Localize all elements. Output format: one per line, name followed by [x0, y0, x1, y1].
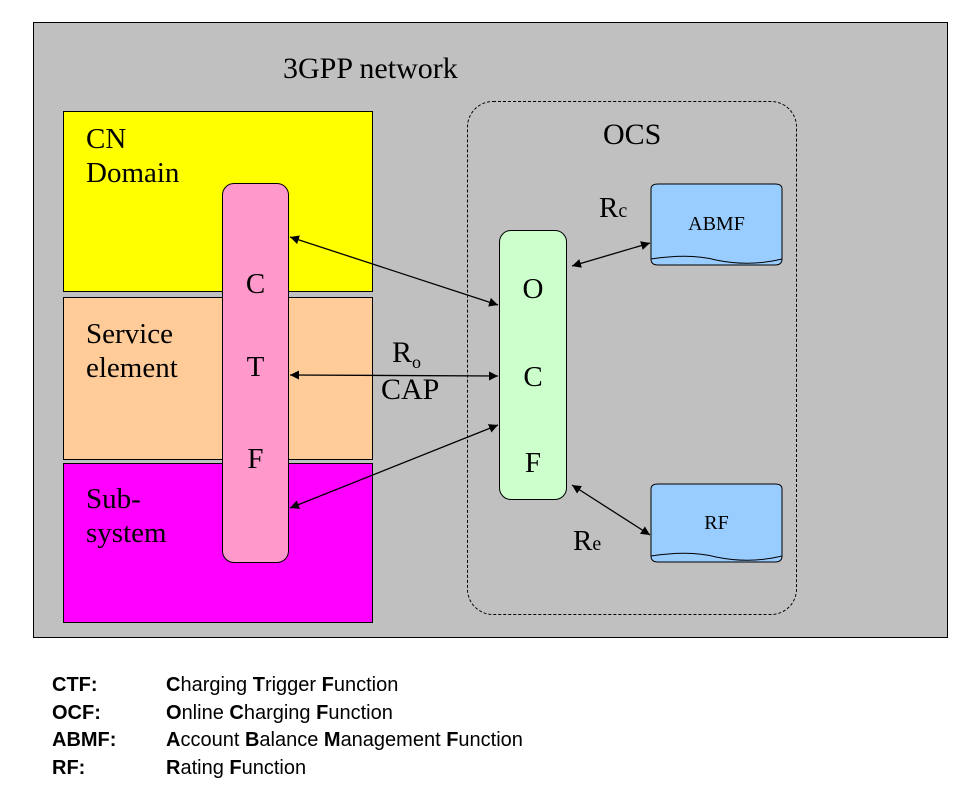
legend-initial: M — [323, 729, 341, 751]
arrow-ocf-abmf — [571, 241, 651, 268]
legend-rest: harging — [180, 674, 253, 696]
abmf-database-shape — [650, 183, 783, 266]
legend-key: CTF: — [52, 674, 98, 696]
legend-rest: alance — [259, 729, 324, 751]
legend-initial: B — [244, 729, 260, 751]
legend-rest: ccount — [180, 729, 245, 751]
legend-initial: R — [166, 756, 181, 779]
legend-rest: unction — [458, 729, 523, 751]
legend-rest: rigger — [264, 674, 322, 696]
arrow-ocf-rf — [571, 484, 651, 536]
network-title: 3GPP network — [283, 52, 458, 85]
legend-initial: F — [446, 729, 459, 751]
ctf-letter-f: F — [247, 443, 264, 475]
legend-row-ocf: OCF: Online Charging Function — [52, 700, 523, 728]
arrow-ctf-ocf-bottom — [289, 424, 499, 509]
ctf-box: C T F — [222, 183, 289, 563]
legend-row-abmf: ABMF: Account Balance Management Functio… — [52, 727, 523, 755]
legend-value: Charging Trigger Function — [166, 672, 398, 700]
legend-value: Rating Function — [166, 755, 306, 783]
rf-database: RF — [650, 483, 783, 563]
rf-label: RF — [704, 511, 729, 534]
abmf-label: ABMF — [688, 213, 745, 235]
legend-initial: O — [166, 701, 182, 724]
ocf-letter-c: C — [523, 361, 543, 393]
ocs-boundary — [467, 101, 797, 615]
ocf-box: O C F — [499, 230, 567, 500]
ro-label-sub: o — [412, 352, 422, 372]
legend-row-rf: RF: Rating Function — [52, 755, 523, 783]
ro-label: Ro — [392, 336, 422, 373]
ocf-letter-f: F — [524, 447, 542, 479]
legend-row-ctf: CTF: Charging Trigger Function — [52, 672, 523, 700]
legend-rest: unction — [333, 674, 399, 696]
legend-value: Online Charging Function — [166, 700, 393, 728]
legend-key: ABMF: — [52, 727, 166, 755]
rc-label-main: R — [599, 192, 619, 224]
legend-initial: F — [321, 674, 334, 696]
ro-label-main: R — [392, 336, 413, 369]
cn-domain-label: CN Domain — [86, 123, 180, 189]
legend-rest: ating — [180, 756, 230, 779]
service-element-label: Service element — [86, 318, 178, 384]
legend-initial: A — [166, 729, 181, 751]
legend-rest: anagement — [340, 729, 447, 751]
ocf-letter-o: O — [522, 273, 544, 305]
legend: CTF: Charging Trigger Function OCF: Onli… — [52, 672, 523, 782]
ctf-letter-t: T — [246, 351, 265, 383]
legend-rest: unction — [241, 756, 307, 779]
rc-label: Rc — [599, 192, 627, 227]
rc-label-sub: c — [618, 200, 628, 222]
legend-value: Account Balance Management Function — [166, 727, 523, 755]
legend-key: RF: — [52, 756, 86, 779]
legend-initial: F — [316, 701, 329, 724]
ctf-letter-c: C — [245, 268, 266, 300]
ocs-label: OCS — [603, 118, 662, 151]
legend-initial: C — [229, 701, 244, 724]
re-label: Re — [573, 525, 601, 560]
legend-rest: unction — [328, 701, 393, 724]
legend-rest: harging — [243, 701, 317, 724]
legend-key: OCF: — [52, 701, 101, 724]
legend-rest: nline — [181, 701, 230, 724]
arrow-ctf-ocf-ro — [289, 370, 499, 381]
rf-database-shape — [650, 483, 783, 563]
legend-key-text: ABMF: — [52, 729, 117, 751]
arrow-ctf-ocf-top — [289, 235, 499, 307]
cap-label: CAP — [381, 373, 440, 406]
re-label-sub: e — [592, 533, 602, 555]
legend-initial: F — [229, 756, 242, 779]
legend-initial: T — [252, 674, 265, 696]
abmf-database: ABMF — [650, 183, 783, 266]
re-label-main: R — [573, 525, 593, 557]
subsystem-label: Sub- system — [86, 483, 167, 549]
legend-initial: C — [166, 674, 181, 696]
